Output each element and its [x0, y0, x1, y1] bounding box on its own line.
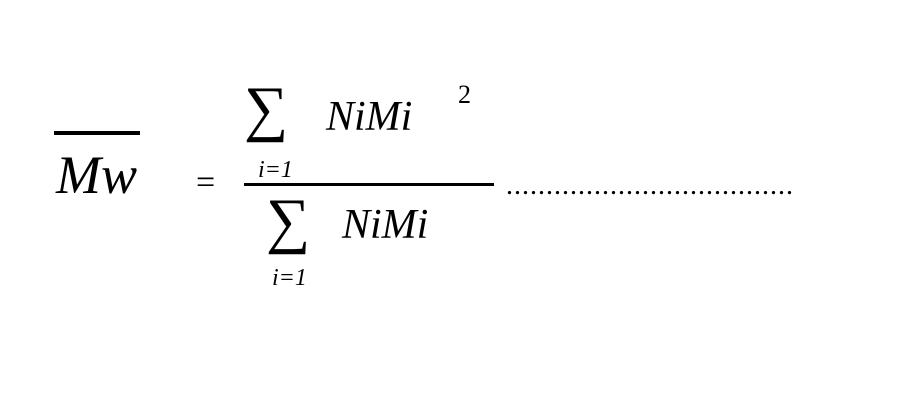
numerator-term: NiMi — [326, 94, 413, 140]
fraction-bar — [244, 183, 494, 186]
lhs-overline — [54, 131, 140, 135]
equals-sign: = — [196, 164, 216, 201]
denominator-sum-symbol: ∑ — [266, 187, 311, 255]
lhs-mw: Mw — [56, 145, 137, 205]
denominator-term: NiMi — [342, 202, 429, 248]
dotted-leader: .................................... — [506, 170, 794, 201]
numerator-sum-symbol: ∑ — [244, 75, 289, 143]
denominator-sum-subscript: i=1 — [272, 265, 307, 291]
numerator-sum-subscript: i=1 — [258, 157, 293, 183]
numerator-exponent: 2 — [458, 80, 471, 109]
